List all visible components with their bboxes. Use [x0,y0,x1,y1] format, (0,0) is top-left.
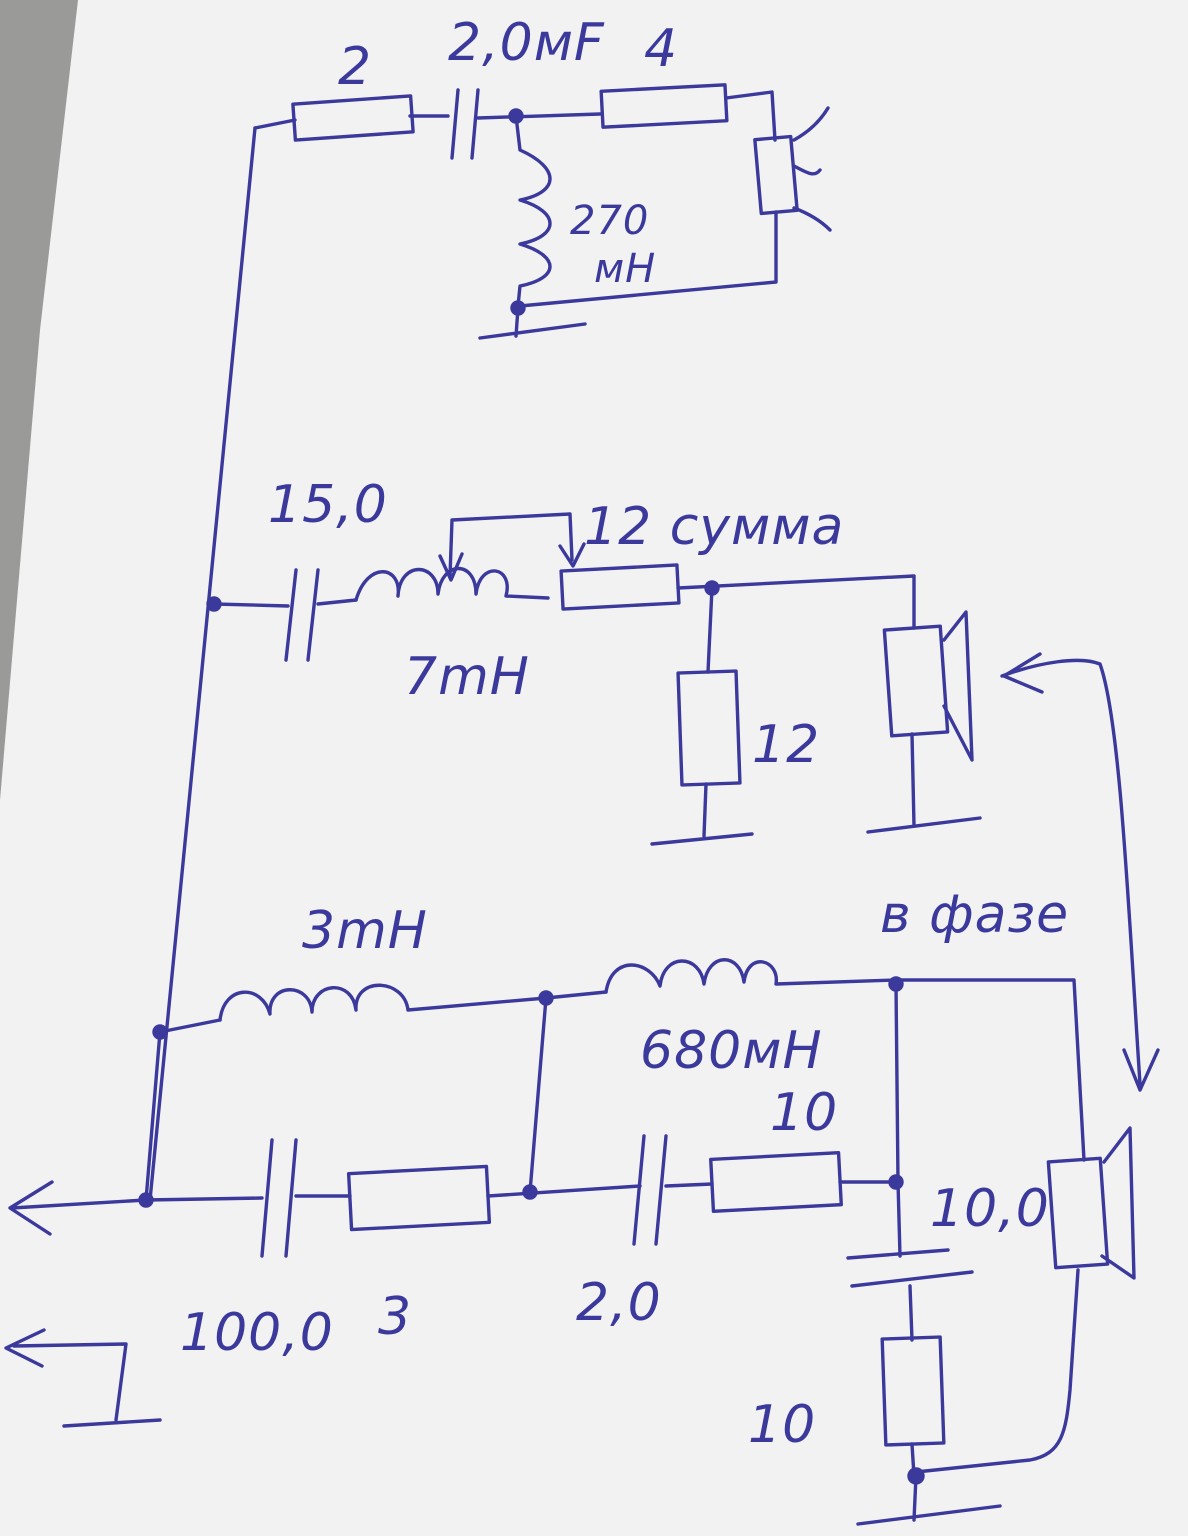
wire-mid-3 [676,574,916,630]
wire-bottom-3 [894,978,1086,1162]
wire-bottom-4 [144,1196,264,1202]
capacitor-c-bottom-left [260,1138,298,1258]
label-c-bottom-right: 10,0 [930,1179,1050,1239]
wire-top-3 [476,112,602,120]
output-arrow-plus [8,1180,148,1236]
label-c-bottom-left: 100,0 [180,1303,334,1363]
label-c-top: 2,0мF [448,13,605,73]
label-l-bottom-left: 3mH [302,901,428,961]
resistor-r-mid [559,563,681,611]
output-arrow-minus [4,1328,162,1428]
ground-mid-speaker [866,732,982,834]
phase-arrow-line [1000,658,1142,1086]
label-r-mid-note: 12 сумма [584,497,844,557]
junction-bottom-right [888,1174,904,1190]
wire-top-1 [253,118,297,130]
wire-mid-2 [316,598,358,606]
capacitor-c-mid [284,568,320,662]
ground-mid [650,782,754,846]
resistor-r-mid-shunt [676,669,742,787]
ground-top [478,306,587,340]
ground-bottom [856,1474,1002,1526]
capacitor-c-bottom-mid [632,1134,668,1246]
wire-bottom-6 [486,1184,642,1198]
speaker-tweeter-body [753,134,799,216]
wire-bottom-11 [914,1268,1080,1474]
wire-bottom-left-vertical [144,1030,162,1202]
label-c-mid: 15,0 [268,475,388,535]
inductor-l-bottom-right [604,958,898,994]
capacitor-c-bottom-right [846,1248,974,1288]
wire-bottom-7 [664,1182,714,1188]
label-r-top-right: 4 [644,19,678,79]
resistor-r-top-left [291,94,415,142]
inductor-l-top [514,114,552,308]
resistor-r-top-right [599,83,729,129]
wire-mid-1 [212,602,290,608]
speaker-bottom-horn [1100,1126,1136,1280]
labels: 2 2,0мF 4 270 мН 15,0 12 сумма 7mH 12 3m… [180,13,1069,1455]
wire-bottom-mid-vertical [528,996,548,1194]
inductor-l-bottom-left [218,983,548,1022]
label-phase-note: в фазе [880,885,1069,945]
label-r-bottom-left: 3 [378,1287,412,1347]
speaker-mid-horn [942,610,974,762]
label-r-bottom-shunt: 10 [748,1395,816,1455]
wiper-arrow-left [448,512,574,578]
speaker-bottom-body [1046,1156,1110,1270]
phase-arrow-head-bottom [1122,1048,1160,1092]
wire-mid-shunt [706,586,714,674]
label-l-bottom-right: 680мН [640,1021,823,1081]
main-feed-wire [148,126,257,1202]
wire-bottom-2 [544,990,608,1000]
speaker-mid-body [882,624,950,738]
phase-arrow-head-top [1002,652,1044,694]
wire-bottom-9 [908,1284,914,1342]
arrow-head-right [558,542,586,568]
junction-bottom-mid [522,1184,538,1200]
label-l-mid: 7mH [404,647,530,707]
wire-bottom-right-down [896,1180,902,1258]
label-r-mid-shunt: 12 [752,715,820,775]
label-l-top-line2: мН [594,246,656,292]
label-r-top-left: 2 [338,37,372,97]
inductor-l-mid [354,567,550,602]
label-r-bottom-right: 10 [770,1083,838,1143]
label-l-top-line1: 270 [570,198,649,244]
label-c-bottom-mid: 2,0 [576,1273,662,1333]
resistor-r-bottom-right [709,1150,843,1214]
wire-bottom-1 [158,1018,222,1034]
capacitor-c-top [450,88,480,160]
ink-drawing [4,83,1160,1526]
wire-top-4 [724,90,777,142]
arrow-head-left [438,552,464,582]
wire-top-5 [518,210,778,308]
speaker-tweeter-horn [792,106,832,232]
wire-bottom-right-vertical [894,982,900,1184]
resistor-r-bottom-shunt [880,1335,946,1447]
